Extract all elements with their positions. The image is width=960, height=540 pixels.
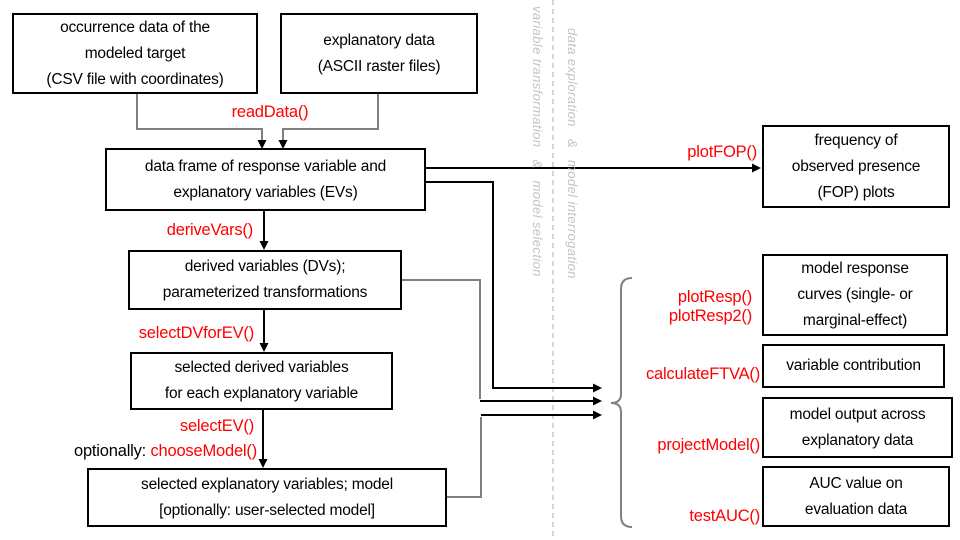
box-selected-evs-line1: selected explanatory variables; model [141, 475, 393, 493]
arrowhead-group-top [593, 383, 602, 393]
box-variable-contribution: variable contribution [762, 344, 945, 388]
arrowhead-group-bottom [593, 410, 602, 420]
box-selected-explanatory-variables: selected explanatory variables; model [o… [87, 468, 447, 527]
box-occurrence-line2: modeled target [84, 44, 186, 62]
box-fop-line3: (FOP) plots [817, 183, 895, 201]
arrowhead-group-middle [593, 396, 602, 406]
box-occurrence-data: occurrence data of the modeled target (C… [12, 13, 258, 94]
box-selected-dvs-line1: selected derived variables [174, 359, 349, 376]
function-label-plotFOP: plotFOP() [687, 143, 757, 161]
plotResp2-text: plotResp2() [668, 307, 752, 325]
function-label-plotResp: plotResp()plotResp2() [560, 288, 752, 326]
arrowhead-into-derived [259, 241, 269, 250]
box-explanatory-data: explanatory data (ASCII raster files) [280, 13, 478, 94]
arrowhead-into-selecteddvs [259, 343, 269, 352]
box-dataframe-line1: data frame of response variable and [144, 157, 387, 175]
lane-label-transformation-selection: variable transformation & model selectio… [530, 6, 545, 277]
box-contribution-line1: variable contribution [786, 357, 921, 374]
box-selected-derived-variables: selected derived variables for each expl… [130, 352, 393, 410]
box-fop-line2: observed presence [791, 157, 921, 175]
box-fop-line1: frequency of [814, 131, 898, 149]
box-model-output-line1: model output across [789, 405, 926, 423]
plotResp-text: plotResp() [677, 288, 752, 306]
function-label-deriveVars: deriveVars() [166, 221, 253, 239]
box-explanatory-line1: explanatory data [323, 31, 435, 49]
connector-dataframe-to-group [426, 181, 593, 389]
arrowhead-into-dataframe-right [278, 140, 288, 149]
box-auc-line1: AUC value on [809, 474, 903, 492]
box-derived-line2: parameterized transformations [162, 284, 368, 301]
box-explanatory-line2: (ASCII raster files) [317, 57, 441, 75]
group-curly-brace [610, 277, 633, 528]
function-label-readData: readData() [231, 103, 309, 121]
box-fop-plots: frequency of observed presence (FOP) plo… [762, 125, 950, 208]
box-model-output: model output across explanatory data [762, 397, 953, 458]
box-occurrence-line3: (CSV file with coordinates) [46, 70, 224, 88]
connector-occurrence-to-dataframe [136, 94, 263, 140]
box-response-curves: model response curves (single- or margin… [762, 254, 948, 336]
box-selected-dvs-line2: for each explanatory variable [164, 385, 359, 402]
box-auc-line2: evaluation data [804, 500, 908, 518]
box-occurrence-line1: occurrence data of the [60, 18, 210, 36]
chooseModel-text: chooseModel() [150, 442, 257, 460]
function-label-selectEV: selectEV() [179, 417, 254, 435]
box-dataframe: data frame of response variable and expl… [105, 148, 426, 211]
box-derived-line1: derived variables (DVs); [184, 258, 346, 275]
connector-model-to-group [447, 417, 482, 498]
arrowhead-into-fop [752, 163, 761, 173]
box-model-output-line2: explanatory data [801, 431, 914, 449]
box-response-curves-line1: model response [801, 260, 909, 277]
function-label-projectModel: projectModel() [657, 436, 760, 454]
function-label-selectDVforEV: selectDVforEV() [138, 324, 254, 342]
box-auc-value: AUC value on evaluation data [762, 466, 950, 527]
connector-derived-to-group [402, 279, 481, 399]
box-response-curves-line3: marginal-effect) [802, 312, 908, 329]
arrowhead-into-dataframe-left [257, 140, 267, 149]
box-derived-variables: derived variables (DVs); parameterized t… [128, 250, 402, 310]
function-label-testAUC: testAUC() [689, 507, 760, 525]
box-response-curves-line2: curves (single- or [797, 286, 913, 303]
connector-explanatory-to-dataframe [282, 94, 379, 140]
box-dataframe-line2: explanatory variables (EVs) [173, 183, 358, 201]
function-label-chooseModel: optionally: chooseModel() [0, 442, 257, 461]
box-selected-evs-line2: [optionally: user-selected model] [159, 501, 375, 519]
arrowhead-into-model-box [258, 459, 268, 468]
optionally-prefix: optionally: [73, 442, 151, 460]
function-label-calculateFTVA: calculateFTVA() [645, 365, 760, 383]
